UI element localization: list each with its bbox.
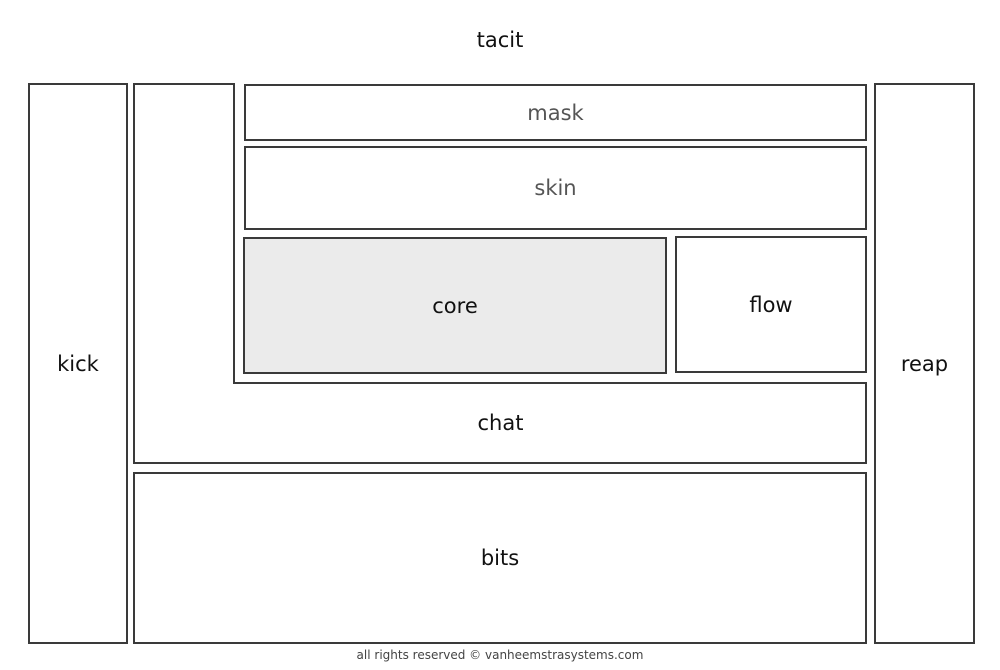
- block-kick: kick: [28, 83, 128, 644]
- diagram-title: tacit: [476, 28, 524, 52]
- block-reap-label: reap: [900, 351, 949, 376]
- block-chat-label: chat: [477, 411, 524, 435]
- block-core: core: [243, 237, 667, 374]
- block-mask-label: mask: [527, 100, 584, 125]
- block-kick-label: kick: [57, 351, 99, 376]
- block-bits: bits: [133, 472, 867, 644]
- block-chat: chat: [135, 384, 866, 462]
- block-flow: flow: [675, 236, 867, 373]
- block-reap: reap: [874, 83, 975, 644]
- block-skin-label: skin: [534, 176, 577, 200]
- block-mask: mask: [244, 84, 867, 141]
- block-skin: skin: [244, 146, 867, 230]
- footer-copyright: all rights reserved © vanheemstrasystems…: [356, 648, 644, 662]
- block-flow-label: flow: [749, 292, 793, 317]
- block-bits-label: bits: [480, 546, 520, 570]
- block-core-label: core: [432, 293, 478, 318]
